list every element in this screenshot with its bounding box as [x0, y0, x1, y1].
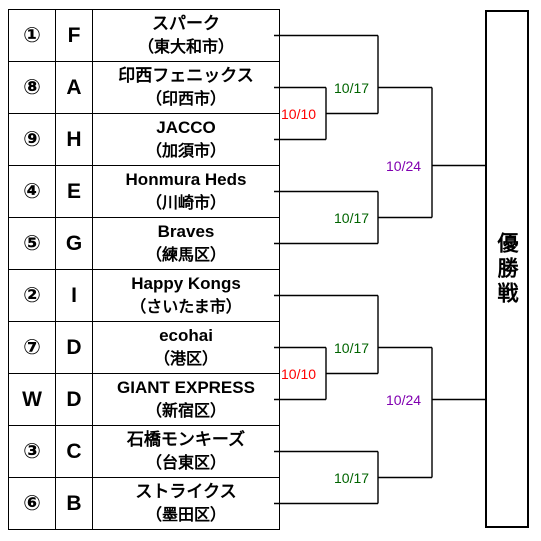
final-match-box: 優勝戦: [485, 10, 529, 528]
team-info-cell: Braves （練馬区）: [92, 217, 280, 270]
team-area: （さいたま市）: [130, 298, 242, 316]
match-date-second-round-bottom-b: 10/17: [333, 470, 371, 486]
block-cell: I: [55, 269, 93, 322]
block-cell: F: [55, 9, 93, 62]
match-date-second-round-bottom-a: 10/17: [333, 340, 371, 356]
team-row: ⑥ B ストライクス（墨田区）: [8, 477, 280, 530]
team-info-cell: ecohai （港区）: [92, 321, 280, 374]
team-info-cell: 石橋モンキーズ （台東区）: [92, 425, 280, 478]
match-date-semifinal-bottom: 10/24: [385, 392, 423, 408]
seed-cell: ⑦: [8, 321, 56, 374]
team-row: ④ E Honmura Heds（川崎市）: [8, 165, 280, 218]
team-area: （川崎市）: [145, 194, 226, 212]
team-area: （印西市）: [145, 90, 226, 108]
seed-cell: ⑥: [8, 477, 56, 530]
seed-cell: ③: [8, 425, 56, 478]
seed-cell: W: [8, 373, 56, 426]
match-date-second-round-top-b: 10/17: [333, 210, 371, 226]
block-cell: G: [55, 217, 93, 270]
team-name: Happy Kongs: [131, 273, 241, 293]
team-info-cell: Honmura Heds （川崎市）: [92, 165, 280, 218]
team-area: （墨田区）: [145, 506, 226, 524]
seed-cell: ①: [8, 9, 56, 62]
team-name: 印西フェニックス: [118, 65, 254, 85]
team-name: ストライクス: [135, 481, 237, 501]
seed-cell: ⑨: [8, 113, 56, 166]
match-date-second-round-top-a: 10/17: [333, 80, 371, 96]
match-date-first-round-bottom: 10/10: [280, 366, 318, 382]
block-cell: D: [55, 373, 93, 426]
team-row: W D GIANT EXPRESS （新宿区）: [8, 373, 280, 426]
team-info-cell: ストライクス （墨田区）: [92, 477, 280, 530]
seed-cell: ⑤: [8, 217, 56, 270]
team-info-cell: 印西フェニックス （印西市）: [92, 61, 280, 114]
seed-cell: ⑧: [8, 61, 56, 114]
team-area: （港区）: [153, 350, 218, 368]
team-name: 石橋モンキーズ: [126, 429, 246, 449]
team-area: （東大和市）: [137, 38, 234, 56]
team-row: ③ C 石橋モンキーズ （台東区）: [8, 425, 280, 478]
team-area: （台東区）: [145, 454, 226, 472]
match-date-first-round-top: 10/10: [280, 106, 318, 122]
team-name: Braves: [157, 221, 215, 241]
team-row: ⑦ D ecohai（港区）: [8, 321, 280, 374]
team-row: ② I Happy Kongs （さいたま市）: [8, 269, 280, 322]
match-date-semifinal-top: 10/24: [385, 158, 423, 174]
team-name: GIANT EXPRESS: [117, 377, 255, 397]
team-info-cell: GIANT EXPRESS （新宿区）: [92, 373, 280, 426]
team-name: Honmura Heds: [125, 169, 247, 189]
seed-cell: ②: [8, 269, 56, 322]
team-row: ⑨ H JACCO（加須市）: [8, 113, 280, 166]
team-row: ⑧ A 印西フェニックス（印西市）: [8, 61, 280, 114]
final-label: 優勝戦: [495, 231, 519, 307]
block-cell: C: [55, 425, 93, 478]
team-row: ⑤ G Braves （練馬区）: [8, 217, 280, 270]
team-info-cell: Happy Kongs （さいたま市）: [92, 269, 280, 322]
team-area: （加須市）: [145, 142, 226, 160]
team-table: ① F スパーク（東大和市） ⑧ A 印西フェニックス（印西市） ⑨ H JAC…: [8, 9, 280, 530]
team-area: （練馬区）: [145, 246, 226, 264]
team-name: ecohai: [159, 325, 213, 345]
team-name: JACCO: [156, 117, 216, 137]
team-area: （新宿区）: [145, 402, 226, 420]
team-name: スパーク: [152, 13, 220, 33]
team-info-cell: JACCO （加須市）: [92, 113, 280, 166]
